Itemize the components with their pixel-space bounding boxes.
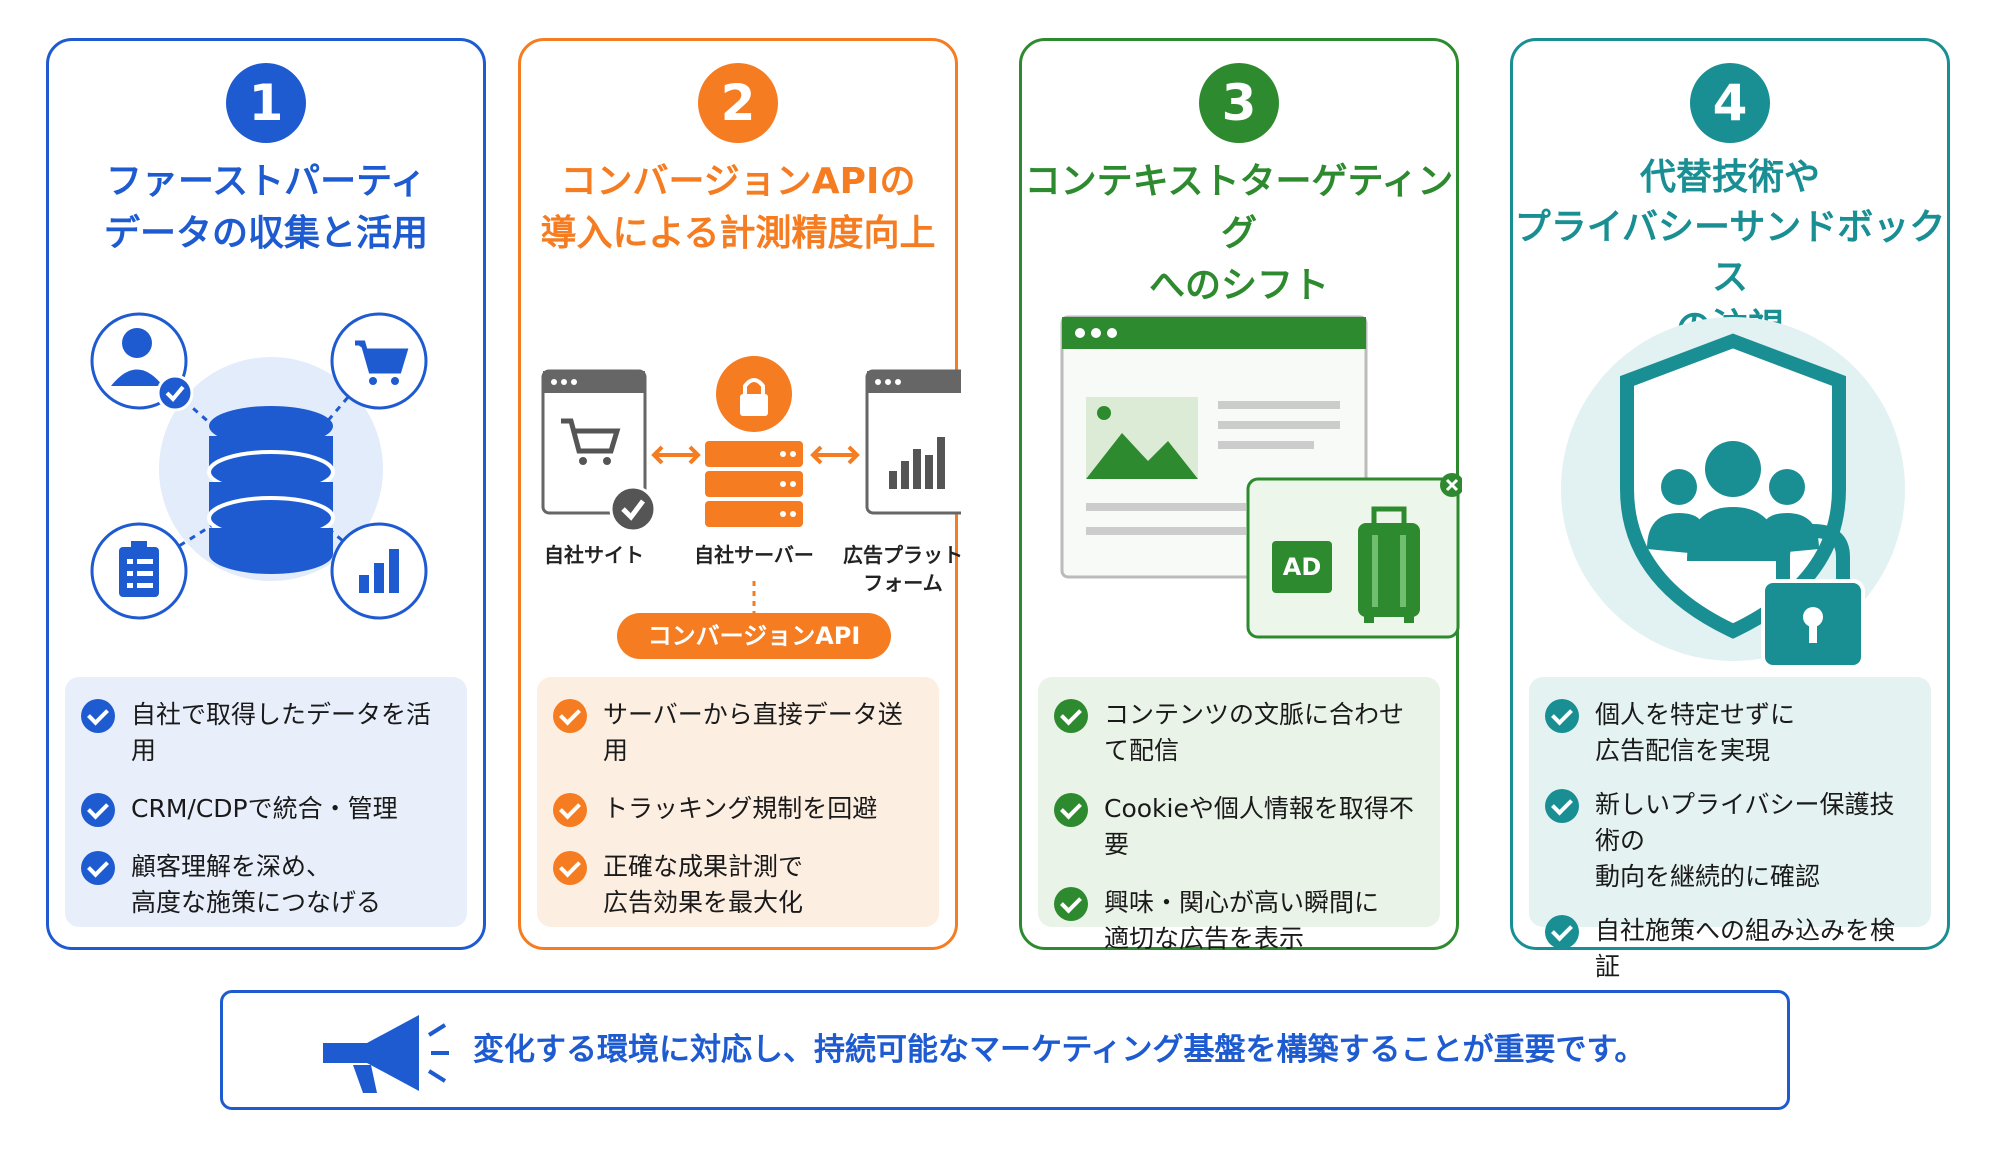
database-illustration [90,312,428,620]
list-item: 個人を特定せずに 広告配信を実現 [1545,697,1915,769]
megaphone-icon [323,1015,449,1093]
bar-chart-icon [330,522,428,620]
cart-icon [330,312,428,410]
step-number-2: 2 [698,63,778,143]
check-icon [1054,887,1088,921]
list-item: トラッキング規制を回避 [553,791,923,827]
step-number-3: 3 [1199,63,1279,143]
check-icon [1545,915,1579,949]
lock-icon [1761,523,1865,669]
card-title-3: コンテキストターゲティング へのシフト [1024,161,1454,306]
check-icon [1545,699,1579,733]
benefit-list-2: サーバーから直接データ送用 トラッキング規制を回避 正確な成果計測で 広告効果を… [537,677,939,927]
check-icon [81,793,115,827]
check-icon [1054,793,1088,827]
server-lock-icon [705,356,803,527]
list-item: Cookieや個人情報を取得不要 [1054,791,1424,863]
benefit-list-4: 個人を特定せずに 広告配信を実現 新しいプライバシー保護技術の 動向を継続的に確… [1529,677,1931,981]
list-item: 新しいプライバシー保護技術の 動向を継続的に確認 [1545,787,1915,895]
check-icon [1054,699,1088,733]
card-first-party-data: 1 ファーストパーティ データの収集と活用 [46,38,486,950]
card-conversion-api: 2 コンバージョンAPIの 導入による計測精度向上 [518,38,963,950]
card-contextual-targeting: 3 コンテキストターゲティング へのシフト AD コンテン [1019,38,1462,953]
card-privacy-sandbox: 4 代替技術や プライバシーサンドボックス の注視 個人を特定せずに 広告配信を… [1510,38,1950,981]
banner-text: 変化する環境に対応し、持続可能なマーケティング基盤を構築することが重要です。 [473,1032,1646,1068]
database-icon [207,406,335,574]
double-arrow-icon [651,445,860,465]
check-icon [553,793,587,827]
conversion-api-diagram [541,356,961,613]
check-icon [553,699,587,733]
suitcase-icon [1358,506,1420,623]
ad-badge: AD [1282,553,1322,581]
platform-label: 広告プラット フォーム [843,543,963,595]
check-icon [1545,789,1579,823]
step-number-4: 4 [1690,63,1770,143]
list-item: 興味・関心が高い瞬間に 適切な広告を表示 [1054,885,1424,957]
list-item: CRM/CDPで統合・管理 [81,791,451,827]
benefit-list-3: コンテンツの文脈に合わせて配信 Cookieや個人情報を取得不要 興味・関心が高… [1038,677,1440,953]
check-icon [81,851,115,885]
check-icon [81,699,115,733]
card-title-2: コンバージョンAPIの 導入による計測精度向上 [540,161,936,254]
benefit-list-1: 自社で取得したデータを活用 CRM/CDPで統合・管理 顧客理解を深め、 高度な… [65,677,467,927]
step-number-1: 1 [226,63,306,143]
card-title-1: ファーストパーティ データの収集と活用 [103,161,428,254]
contextual-ad-illustration [1060,315,1462,639]
list-item: コンテンツの文脈に合わせて配信 [1054,697,1424,769]
list-item: サーバーから直接データ送用 [553,697,923,769]
server-label: 自社サーバー [694,543,814,567]
list-item: 自社で取得したデータを活用 [81,697,451,769]
clipboard-icon [90,522,188,620]
list-item: 正確な成果計測で 広告効果を最大化 [553,849,923,921]
user-check-icon [90,312,194,412]
site-window-icon [541,369,657,533]
platform-window-icon [865,369,961,515]
check-icon [553,851,587,885]
list-item: 自社施策への組み込みを検証 [1545,913,1915,985]
list-item: 顧客理解を深め、 高度な施策につなげる [81,849,451,921]
summary-banner: 変化する環境に対応し、持続可能なマーケティング基盤を構築することが重要です。 [220,990,1790,1110]
users-icon [1647,441,1819,561]
conversion-api-pill: コンバージョンAPI [617,613,891,659]
site-label: 自社サイト [544,543,644,567]
privacy-shield-illustration [1561,317,1905,669]
ad-banner [1246,473,1462,639]
close-icon [1440,473,1462,497]
